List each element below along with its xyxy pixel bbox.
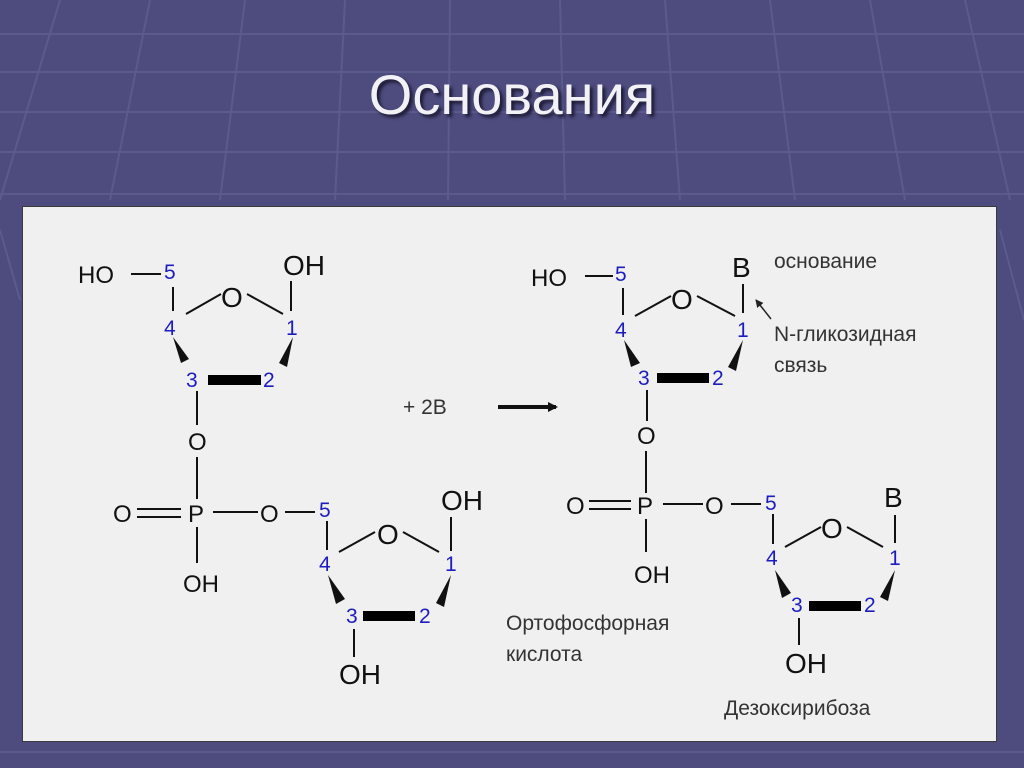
left-ester-oxygen-right: O	[260, 501, 279, 528]
right-top-c2: 2	[712, 367, 724, 390]
left-top-c5: 5	[164, 261, 176, 284]
left-bottom-c2: 2	[419, 605, 431, 628]
right-top-c1: 1	[737, 319, 749, 342]
right-top-c5-group: HO	[531, 265, 567, 292]
left-molecule: HO 5 O OH 4 1 3 2 O O P O OH 5 4	[78, 250, 483, 690]
reaction-diagram: HO 5 O OH 4 1 3 2 O O P O OH 5 4	[78, 250, 916, 720]
acid-label-line2: кислота	[506, 643, 583, 666]
right-bottom-ring-oxygen: O	[821, 513, 843, 544]
right-double-oxygen: O	[566, 493, 585, 520]
right-top-c5: 5	[615, 263, 627, 286]
glycosidic-bond-label-line2: связь	[774, 354, 827, 377]
left-top-c2: 2	[263, 369, 275, 392]
left-top-c1-group: OH	[283, 250, 325, 281]
left-bottom-sugar: 5 4 O OH 1 3 2 OH	[319, 485, 483, 690]
right-bottom-c1: 1	[889, 547, 901, 570]
right-top-c4: 4	[615, 319, 627, 342]
left-top-c3: 3	[186, 369, 198, 392]
left-bottom-c1: 1	[445, 553, 457, 576]
right-top-c1-group: B	[732, 252, 751, 283]
left-top-ring-oxygen: O	[221, 282, 243, 313]
right-molecule: HO 5 4 O B 1 3 2 O O P O	[531, 252, 903, 679]
left-phosphorus: P	[188, 501, 204, 528]
sugar-label: Дезоксирибоза	[724, 697, 871, 720]
right-bottom-sugar: 5 4 O B 1 3 2 OH	[765, 482, 903, 679]
right-bottom-c5: 5	[765, 492, 777, 515]
acid-label-line1: Ортофосфорная	[506, 612, 669, 635]
left-bottom-c4: 4	[319, 553, 331, 576]
base-label: основание	[774, 250, 877, 273]
left-top-sugar: HO 5 O OH 4 1 3 2	[78, 250, 325, 425]
right-bottom-c4: 4	[766, 547, 778, 570]
left-double-oxygen: O	[113, 501, 132, 528]
right-ester-oxygen-top: O	[637, 423, 656, 450]
left-bottom-c3: 3	[346, 605, 358, 628]
right-phosphorus: P	[637, 493, 653, 520]
right-phosphate-hydroxyl: OH	[634, 562, 670, 589]
diagram-panel: HO 5 O OH 4 1 3 2 O O P O OH 5 4	[22, 206, 997, 742]
left-bottom-c3-group: OH	[339, 659, 381, 690]
left-top-c1: 1	[286, 317, 298, 340]
left-bottom-ring-oxygen: O	[377, 519, 399, 550]
glycosidic-bond-label-line1: N-гликозидная	[774, 323, 916, 346]
glycosidic-bond-pointer	[755, 299, 772, 320]
right-top-sugar: HO 5 4 O B 1 3 2	[531, 252, 751, 421]
right-ester-oxygen-right: O	[705, 493, 724, 520]
left-ester-oxygen-top: O	[188, 429, 207, 456]
left-bottom-c1-group: OH	[441, 485, 483, 516]
left-phosphate-hydroxyl: OH	[183, 571, 219, 598]
right-bottom-c3-group: OH	[785, 648, 827, 679]
right-bottom-c3: 3	[791, 594, 803, 617]
left-phosphate: O O P O OH	[113, 429, 315, 598]
right-top-ring-oxygen: O	[671, 284, 693, 315]
right-top-c3: 3	[638, 367, 650, 390]
reagent-label: + 2B	[403, 396, 447, 419]
right-bottom-c1-group: B	[884, 482, 903, 513]
right-phosphate: O O P O OH	[566, 423, 761, 589]
left-top-c4: 4	[164, 317, 176, 340]
right-bottom-c2: 2	[864, 594, 876, 617]
left-bottom-c5: 5	[319, 499, 331, 522]
left-top-c5-group: HO	[78, 262, 114, 289]
slide-title: Основания	[368, 63, 656, 126]
